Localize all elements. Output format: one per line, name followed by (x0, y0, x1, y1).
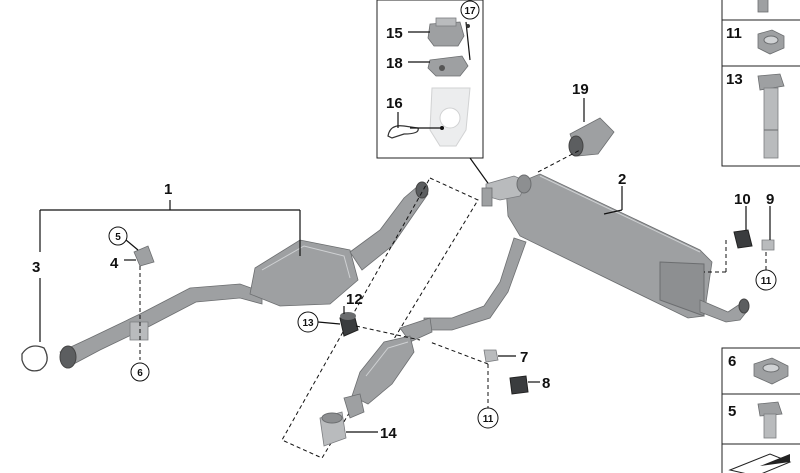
label-part-9: 9 (766, 191, 774, 208)
circled-labels: 5 6 13 11 11 17 (108, 0, 777, 429)
label-part-4: 4 (110, 255, 119, 272)
rubber-mount-12 (339, 312, 359, 337)
legend-nut-icon (757, 29, 785, 55)
leader-lines (124, 98, 771, 433)
legend-label-5: 5 (728, 403, 736, 420)
front-pipe-assembly (21, 181, 429, 372)
callout-17: 17 (460, 0, 480, 20)
label-part-2: 2 (618, 171, 626, 188)
legend-label-13: 13 (726, 71, 743, 88)
legend-bottom (721, 347, 800, 473)
inset-part-17-shape (465, 21, 471, 61)
callout-6: 6 (130, 362, 150, 382)
callout-11-lower: 11 (477, 407, 499, 429)
label-part-8: 8 (542, 375, 550, 392)
legend-label-11: 11 (726, 25, 742, 42)
hanger-7-8 (483, 349, 529, 395)
label-part-19: 19 (572, 81, 589, 98)
label-part-3: 3 (32, 259, 40, 276)
legend-small-bolt-icon (757, 401, 783, 439)
tailpipe-tip (568, 117, 615, 157)
legend-bolt-icon (757, 73, 785, 159)
label-part-10: 10 (734, 191, 751, 208)
label-part-16: 16 (386, 95, 403, 112)
callout-11-right: 11 (755, 269, 777, 291)
label-part-18: 18 (386, 55, 403, 72)
inset-part-15-shape (427, 17, 465, 47)
label-part-12: 12 (346, 291, 363, 308)
inset-box (376, 0, 491, 187)
dashed-region (281, 177, 479, 459)
hanger-9-10 (733, 229, 775, 251)
callout-5: 5 (108, 226, 128, 246)
legend-arrow-icon (728, 453, 792, 473)
inset-hanger-ghost (429, 87, 471, 147)
svg-text:5: 5 (115, 232, 121, 243)
label-part-14: 14 (380, 425, 397, 442)
svg-text:6: 6 (137, 368, 143, 379)
legend-labels: 11 13 6 5 (726, 25, 743, 420)
clamp-14 (319, 411, 347, 447)
svg-text:13: 13 (302, 318, 314, 329)
assembly-1-bracket (39, 200, 301, 342)
label-part-7: 7 (520, 349, 528, 366)
svg-text:11: 11 (483, 414, 494, 425)
callout-13: 13 (297, 311, 319, 333)
legend-label-6: 6 (728, 353, 736, 370)
label-part-15: 15 (386, 25, 403, 42)
legend-top (721, 0, 800, 167)
legend-flange-nut-icon (753, 357, 789, 385)
svg-text:17: 17 (464, 6, 476, 17)
svg-text:11: 11 (761, 276, 772, 287)
label-part-1: 1 (164, 181, 172, 198)
inset-part-18-shape (427, 55, 469, 77)
part-labels: 1 2 3 4 12 7 8 9 10 14 15 16 18 19 (32, 25, 774, 442)
